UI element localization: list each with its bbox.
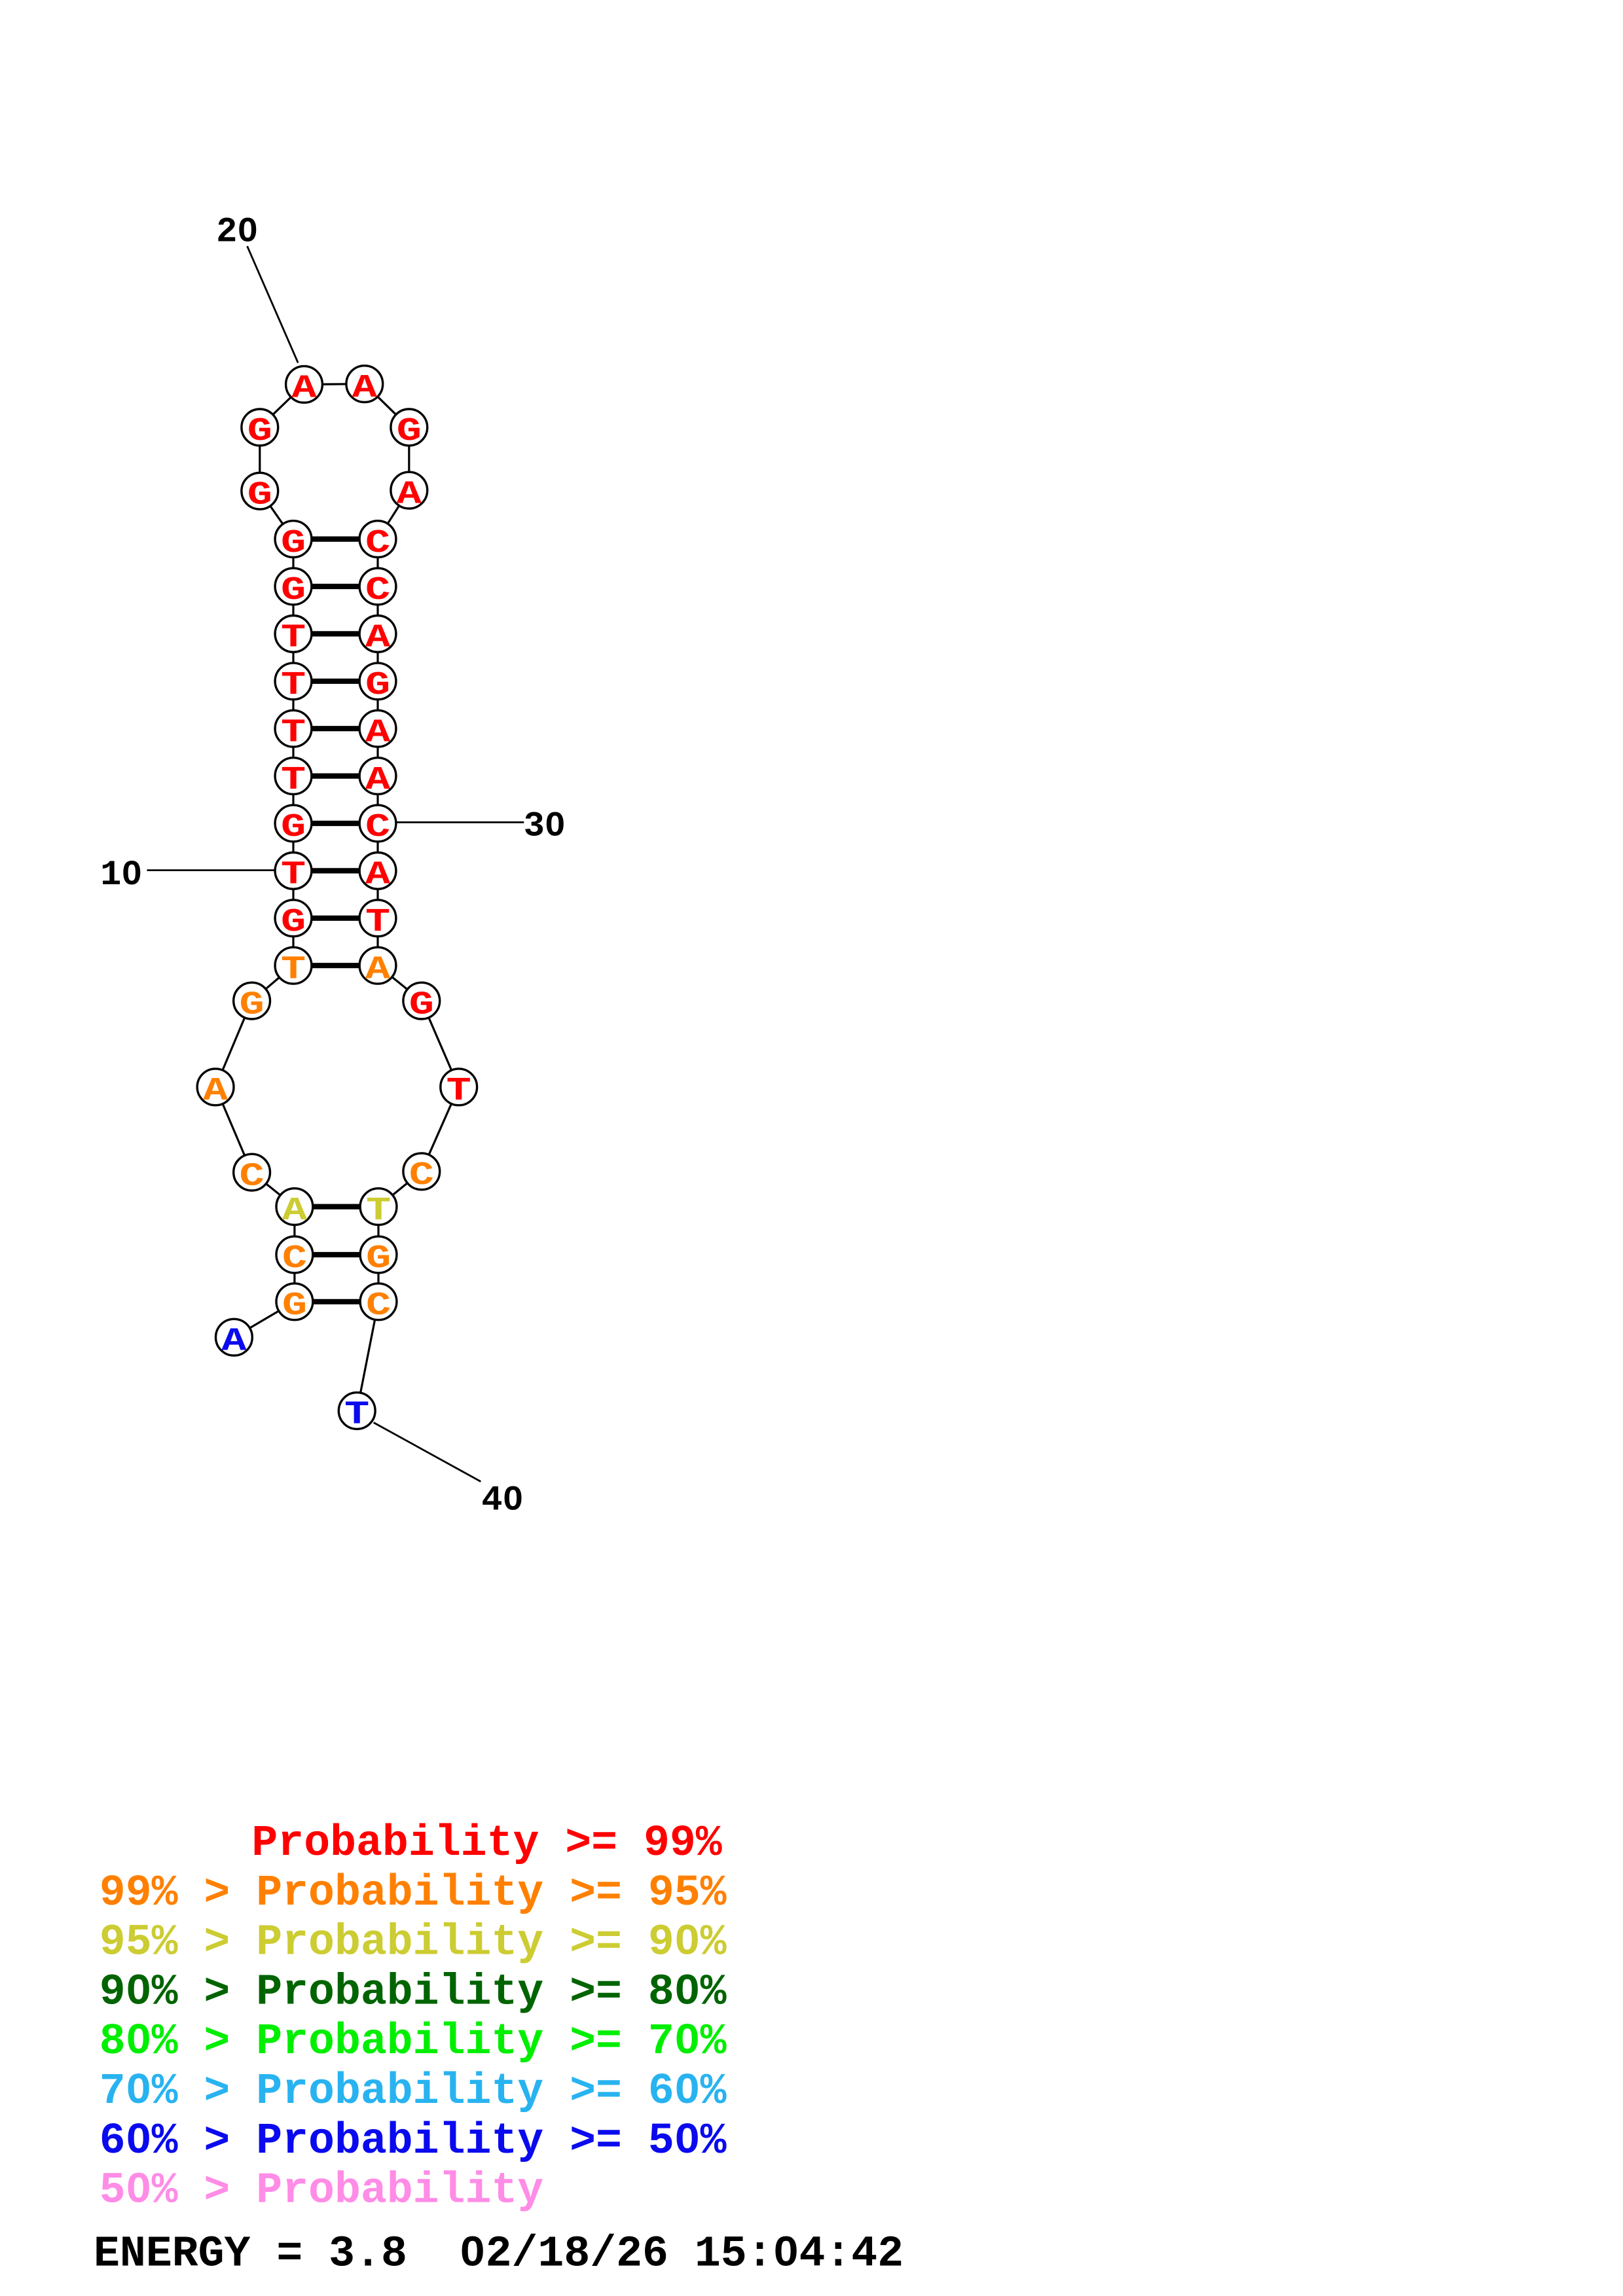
svg-text:A: A [365, 856, 391, 893]
svg-text:A: A [365, 619, 391, 656]
svg-text:C: C [366, 1287, 391, 1325]
svg-text:C: C [409, 1157, 434, 1194]
svg-text:G: G [366, 1240, 391, 1278]
svg-text:G: G [247, 413, 272, 450]
svg-text:G: G [240, 986, 264, 1024]
svg-text:T: T [281, 714, 306, 751]
svg-text:G: G [281, 809, 306, 846]
svg-text:C: C [240, 1158, 264, 1195]
svg-text:80% > Probability >= 70%: 80% > Probability >= 70% [100, 2017, 727, 2066]
svg-text:50% > Probability: 50% > Probability [100, 2166, 543, 2215]
svg-text:95% > Probability >= 90%: 95% > Probability >= 90% [100, 1918, 727, 1967]
svg-text:T: T [281, 951, 306, 988]
svg-text:G: G [281, 525, 306, 562]
svg-text:A: A [397, 476, 422, 513]
svg-text:A: A [291, 370, 317, 407]
svg-text:T: T [281, 619, 306, 656]
svg-text:C: C [365, 809, 390, 846]
svg-text:A: A [352, 370, 378, 407]
svg-text:A: A [203, 1073, 228, 1110]
svg-text:T: T [281, 667, 306, 704]
svg-text:G: G [282, 1287, 307, 1325]
svg-text:T: T [281, 762, 306, 799]
svg-text:C: C [282, 1240, 307, 1278]
svg-text:C: C [365, 525, 390, 562]
svg-text:20: 20 [216, 213, 258, 253]
svg-text:G: G [397, 413, 422, 450]
svg-text:A: A [365, 714, 391, 751]
svg-text:ENERGY = 3.8 02/18/26 15:04:4: ENERGY = 3.8 02/18/26 15:04:42 [94, 2229, 903, 2278]
svg-text:T: T [281, 856, 306, 893]
svg-text:C: C [365, 572, 390, 609]
svg-text:G: G [247, 476, 272, 514]
svg-text:10: 10 [100, 855, 142, 895]
svg-text:40: 40 [481, 1481, 523, 1521]
svg-text:60% > Probability >= 50%: 60% > Probability >= 50% [100, 2117, 727, 2166]
svg-text:G: G [281, 904, 306, 941]
svg-text:A: A [365, 762, 391, 799]
svg-text:G: G [365, 667, 390, 704]
svg-text:T: T [365, 904, 390, 941]
svg-text:A: A [365, 951, 391, 988]
svg-text:Probability >= 99%: Probability >= 99% [251, 1819, 721, 1868]
svg-text:A: A [221, 1323, 247, 1360]
svg-text:G: G [409, 986, 434, 1024]
svg-text:70% > Probability >= 60%: 70% > Probability >= 60% [100, 2067, 727, 2116]
svg-text:T: T [344, 1397, 369, 1434]
svg-text:90% > Probability >= 80%: 90% > Probability >= 80% [100, 1967, 727, 2017]
svg-text:30: 30 [524, 806, 566, 846]
svg-text:G: G [281, 572, 306, 609]
svg-text:T: T [447, 1073, 471, 1110]
svg-text:T: T [366, 1193, 391, 1230]
svg-text:A: A [282, 1193, 308, 1230]
svg-text:99% > Probability >= 95%: 99% > Probability >= 95% [100, 1869, 727, 1918]
